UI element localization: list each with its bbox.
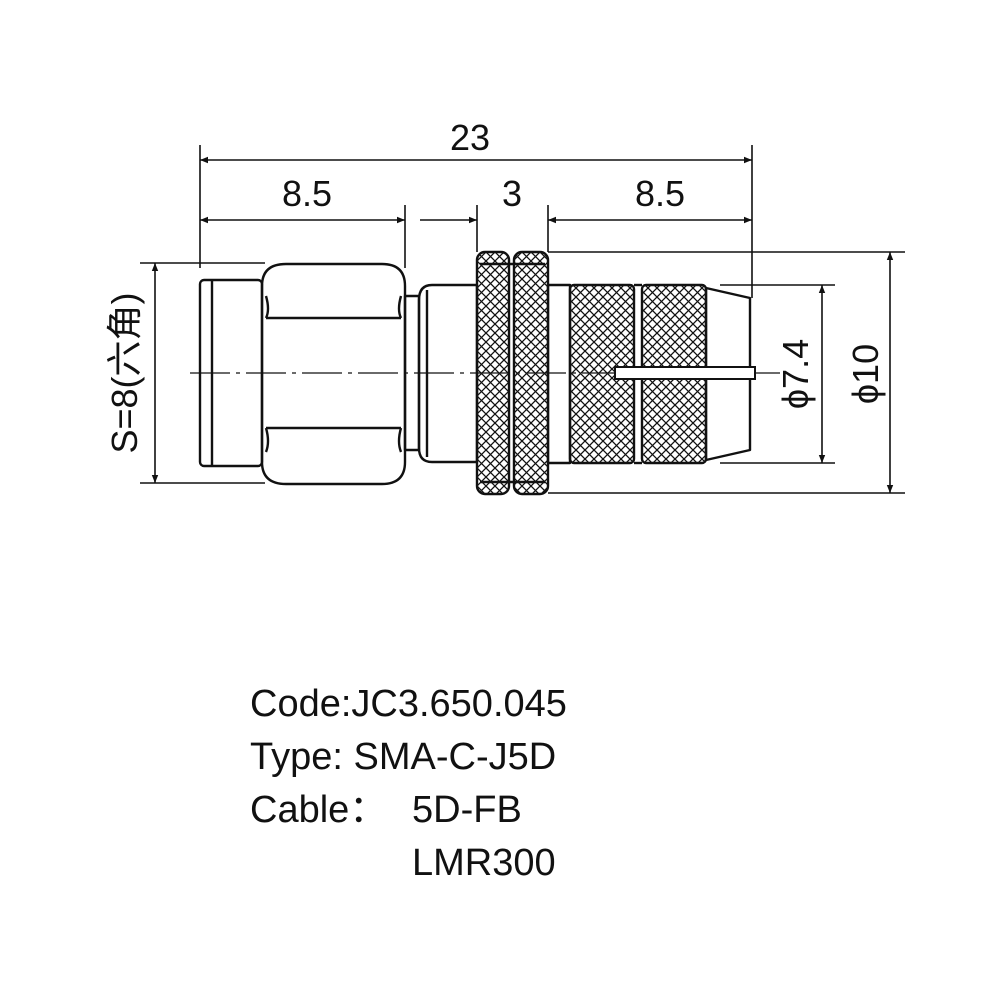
knurled-ring-left — [475, 250, 511, 496]
dimension-lines — [151, 156, 894, 493]
cable-value-1: 5D-FB — [412, 789, 522, 831]
cable-value-2: LMR300 — [412, 842, 556, 884]
hex-length-label: 8.5 — [282, 173, 332, 214]
ring-length-label: 3 — [502, 173, 522, 214]
type-label: Type: — [250, 736, 343, 778]
knurled-ring-right — [512, 250, 550, 496]
extension-lines — [140, 145, 905, 494]
hex-nut — [260, 262, 407, 486]
inner-diameter-label: ϕ7.4 — [775, 339, 816, 409]
code-value: JC3.650.045 — [351, 683, 567, 725]
clamp-sleeve — [546, 283, 572, 465]
cable-label: Cable： — [250, 789, 388, 831]
connector-body — [198, 250, 752, 496]
code-row: Code:JC3.650.045 — [250, 685, 567, 723]
type-value: SMA-C-J5D — [353, 736, 557, 778]
code-label: Code: — [250, 683, 352, 725]
type-row: Type: SMA-C-J5D — [250, 738, 556, 776]
overall-length-label: 23 — [450, 117, 490, 158]
outer-diameter-label: ϕ10 — [845, 344, 886, 404]
hex-size-label: S=8(六角) — [104, 292, 145, 453]
clamp-taper — [704, 286, 752, 462]
clamp-slot — [614, 366, 756, 380]
knurl-length-label: 8.5 — [635, 173, 685, 214]
dimension-labels: 23 8.5 3 8.5 S=8(六角) ϕ7.4 ϕ10 — [104, 117, 886, 454]
